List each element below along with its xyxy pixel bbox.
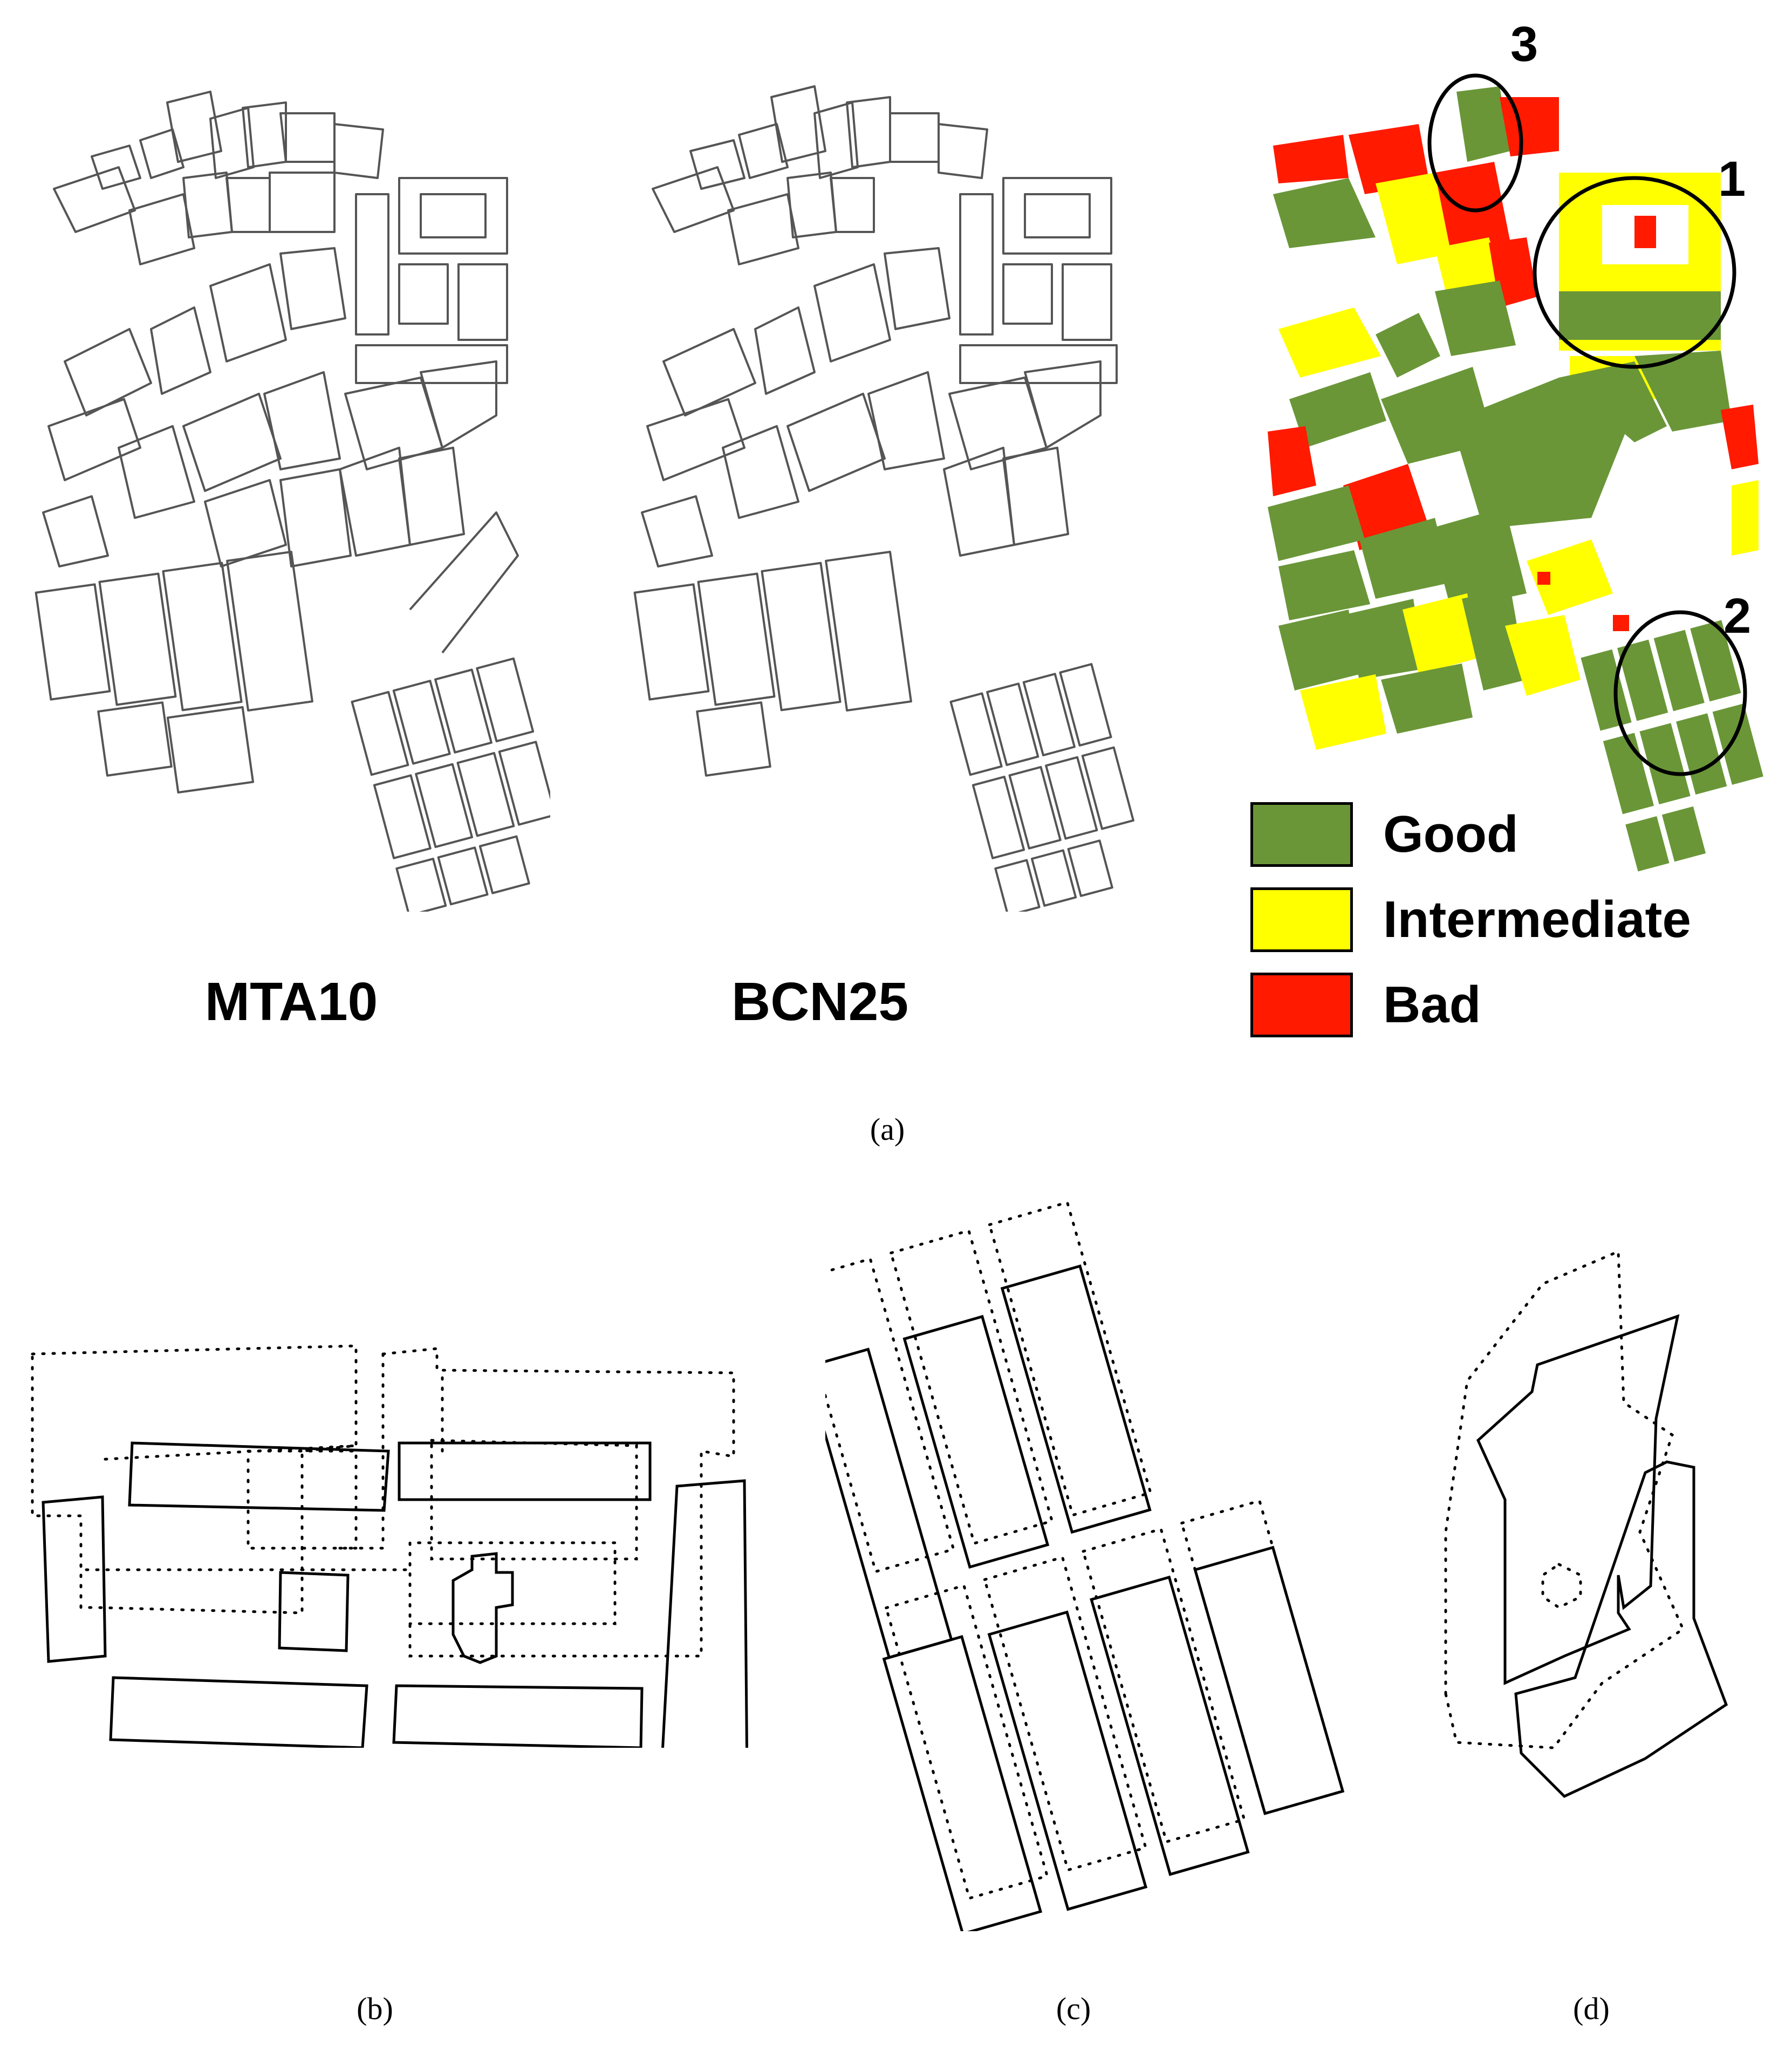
detail-d (1424, 1208, 1791, 1910)
circle-label-3: 3 (1510, 17, 1538, 72)
detail-b (22, 1278, 777, 1748)
circle-label-2: 2 (1723, 589, 1752, 644)
map-label-bcn25: BCN25 (731, 972, 908, 1032)
detail-c (825, 1176, 1365, 1931)
legend-label-good: Good (1383, 805, 1519, 863)
quality-map (1257, 54, 1786, 874)
circle-1 (1533, 176, 1736, 369)
caption-d: (d) (1573, 1991, 1610, 2026)
caption-c: (c) (1056, 1991, 1091, 2026)
legend-label-bad: Bad (1383, 976, 1481, 1034)
map-label-mta10: MTA10 (204, 972, 378, 1032)
circle-2 (1613, 610, 1747, 776)
circle-3 (1427, 73, 1523, 213)
legend-item-intermediate: Intermediate (1250, 877, 1779, 962)
legend-swatch-bad (1250, 973, 1353, 1037)
caption-a: (a) (870, 1112, 905, 1147)
circle-label-1: 1 (1718, 152, 1746, 207)
legend-item-bad: Bad (1250, 962, 1779, 1048)
legend-swatch-good (1250, 802, 1353, 867)
legend-label-intermediate: Intermediate (1383, 891, 1691, 948)
map-mta10 (32, 70, 550, 912)
map-bcn25 (631, 70, 1149, 912)
legend-item-good: Good (1250, 792, 1779, 877)
caption-b: (b) (357, 1991, 393, 2026)
legend: Good Intermediate Bad (1250, 792, 1779, 1048)
legend-swatch-intermediate (1250, 887, 1353, 952)
